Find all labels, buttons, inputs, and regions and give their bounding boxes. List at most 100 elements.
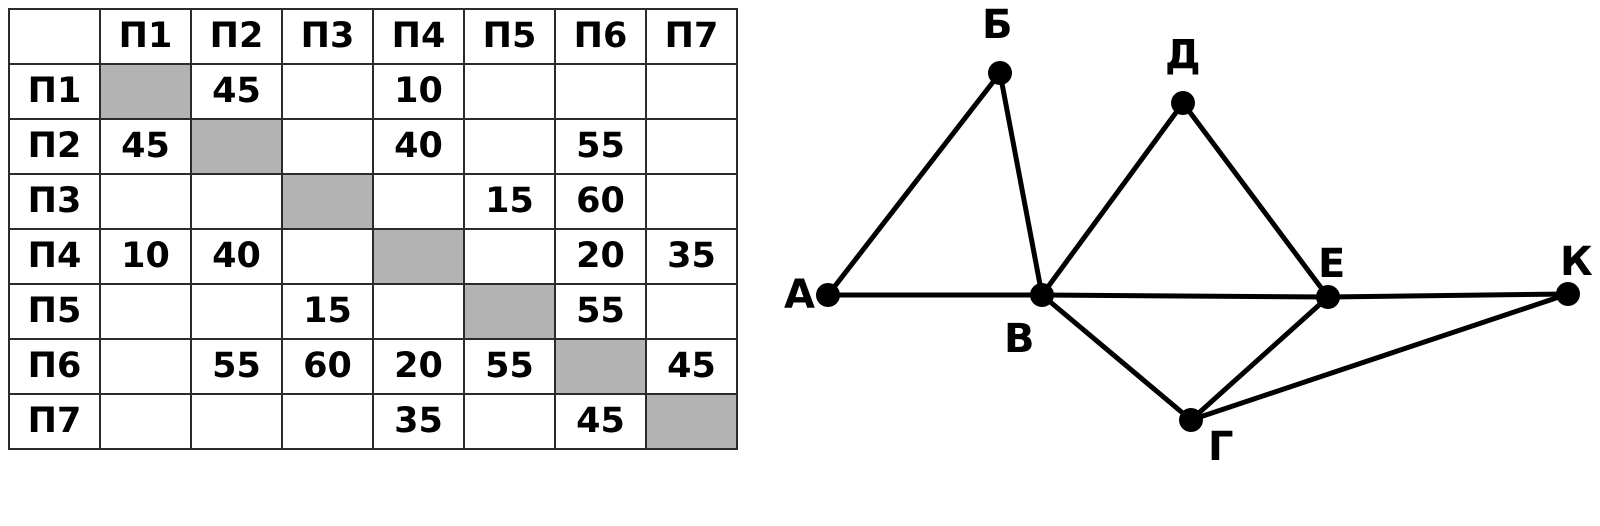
column-header-П2: П2 bbox=[190, 8, 283, 65]
cell-П7-П6: 45 bbox=[554, 393, 647, 450]
cell-П6-П3: 60 bbox=[281, 338, 374, 395]
graph-edge-V-E bbox=[1039, 292, 1331, 300]
cell-П4-П6: 20 bbox=[554, 228, 647, 285]
row-header-П7: П7 bbox=[8, 393, 101, 450]
graph-node-label-B: Б bbox=[982, 2, 1013, 48]
cell-П4-П5 bbox=[463, 228, 556, 285]
cell-П4-П3 bbox=[281, 228, 374, 285]
cell-П2-П5 bbox=[463, 118, 556, 175]
column-header-П3: П3 bbox=[281, 8, 374, 65]
graph-node-label-A: А bbox=[784, 272, 815, 318]
cell-П4-П4 bbox=[372, 228, 465, 285]
graph-node-B[interactable] bbox=[988, 61, 1012, 85]
cell-П2-П6: 55 bbox=[554, 118, 647, 175]
column-header-П4: П4 bbox=[372, 8, 465, 65]
column-header-П7: П7 bbox=[645, 8, 738, 65]
cell-П5-П3: 15 bbox=[281, 283, 374, 340]
column-header-П1: П1 bbox=[99, 8, 192, 65]
row-header-П1: П1 bbox=[8, 63, 101, 120]
row-header-П4: П4 bbox=[8, 228, 101, 285]
cell-П5-П2 bbox=[190, 283, 283, 340]
cell-П3-П7 bbox=[645, 173, 738, 230]
graph-node-label-E: Е bbox=[1318, 241, 1345, 287]
graph-node-K[interactable] bbox=[1556, 282, 1580, 306]
cell-П5-П6: 55 bbox=[554, 283, 647, 340]
cell-П6-П2: 55 bbox=[190, 338, 283, 395]
cell-П6-П4: 20 bbox=[372, 338, 465, 395]
cell-П7-П1 bbox=[99, 393, 192, 450]
matrix-corner-cell bbox=[8, 8, 101, 65]
cell-П5-П1 bbox=[99, 283, 192, 340]
row-header-П2: П2 bbox=[8, 118, 101, 175]
cell-П2-П7 bbox=[645, 118, 738, 175]
graph-node-D[interactable] bbox=[1171, 91, 1195, 115]
cell-П3-П4 bbox=[372, 173, 465, 230]
graph-node-A[interactable] bbox=[816, 283, 840, 307]
cell-П7-П3 bbox=[281, 393, 374, 450]
cell-П2-П4: 40 bbox=[372, 118, 465, 175]
cell-П5-П4 bbox=[372, 283, 465, 340]
table-row: П5 15 55 bbox=[8, 283, 738, 340]
graph-edges bbox=[825, 70, 1571, 423]
graph-node-V[interactable] bbox=[1030, 283, 1054, 307]
cell-П6-П7: 45 bbox=[645, 338, 738, 395]
cell-П4-П2: 40 bbox=[190, 228, 283, 285]
column-header-П5: П5 bbox=[463, 8, 556, 65]
table-row: П7 35 45 bbox=[8, 393, 738, 450]
cell-П1-П4: 10 bbox=[372, 63, 465, 120]
cell-П1-П3 bbox=[281, 63, 374, 120]
graph-edge-V-G bbox=[1039, 292, 1194, 423]
row-header-П6: П6 bbox=[8, 338, 101, 395]
cell-П2-П3 bbox=[281, 118, 374, 175]
graph-node-label-G: Г bbox=[1208, 424, 1234, 470]
column-header-П6: П6 bbox=[554, 8, 647, 65]
cell-П3-П2 bbox=[190, 173, 283, 230]
cell-П1-П6 bbox=[554, 63, 647, 120]
graph-node-label-D: Д bbox=[1165, 32, 1201, 78]
cell-П3-П6: 60 bbox=[554, 173, 647, 230]
cell-П7-П5 bbox=[463, 393, 556, 450]
cell-П5-П7 bbox=[645, 283, 738, 340]
cell-П5-П5 bbox=[463, 283, 556, 340]
cell-П1-П7 bbox=[645, 63, 738, 120]
graph-node-E[interactable] bbox=[1316, 285, 1340, 309]
cell-П1-П2: 45 bbox=[190, 63, 283, 120]
graph-edge-D-E bbox=[1180, 100, 1331, 300]
cell-П3-П3 bbox=[281, 173, 374, 230]
cell-П7-П7 bbox=[645, 393, 738, 450]
graph-edge-A-B bbox=[825, 70, 1003, 298]
graph-node-label-K: К bbox=[1560, 239, 1593, 285]
cell-П1-П5 bbox=[463, 63, 556, 120]
graph-edge-G-E bbox=[1188, 294, 1331, 423]
graph-edge-V-D bbox=[1039, 100, 1186, 298]
graph-node-G[interactable] bbox=[1179, 408, 1203, 432]
graph-nodes bbox=[816, 61, 1580, 432]
cell-П6-П1 bbox=[99, 338, 192, 395]
graph-edge-G-K bbox=[1188, 291, 1571, 423]
cell-П4-П7: 35 bbox=[645, 228, 738, 285]
cell-П2-П2 bbox=[190, 118, 283, 175]
cell-П6-П6 bbox=[554, 338, 647, 395]
cell-П3-П1 bbox=[99, 173, 192, 230]
row-header-П3: П3 bbox=[8, 173, 101, 230]
cell-П2-П1: 45 bbox=[99, 118, 192, 175]
cell-П7-П4: 35 bbox=[372, 393, 465, 450]
cell-П6-П5: 55 bbox=[463, 338, 556, 395]
cell-П1-П1 bbox=[99, 63, 192, 120]
graph-edge-E-K bbox=[1325, 291, 1571, 300]
cell-П3-П5: 15 bbox=[463, 173, 556, 230]
row-header-П5: П5 bbox=[8, 283, 101, 340]
cell-П4-П1: 10 bbox=[99, 228, 192, 285]
